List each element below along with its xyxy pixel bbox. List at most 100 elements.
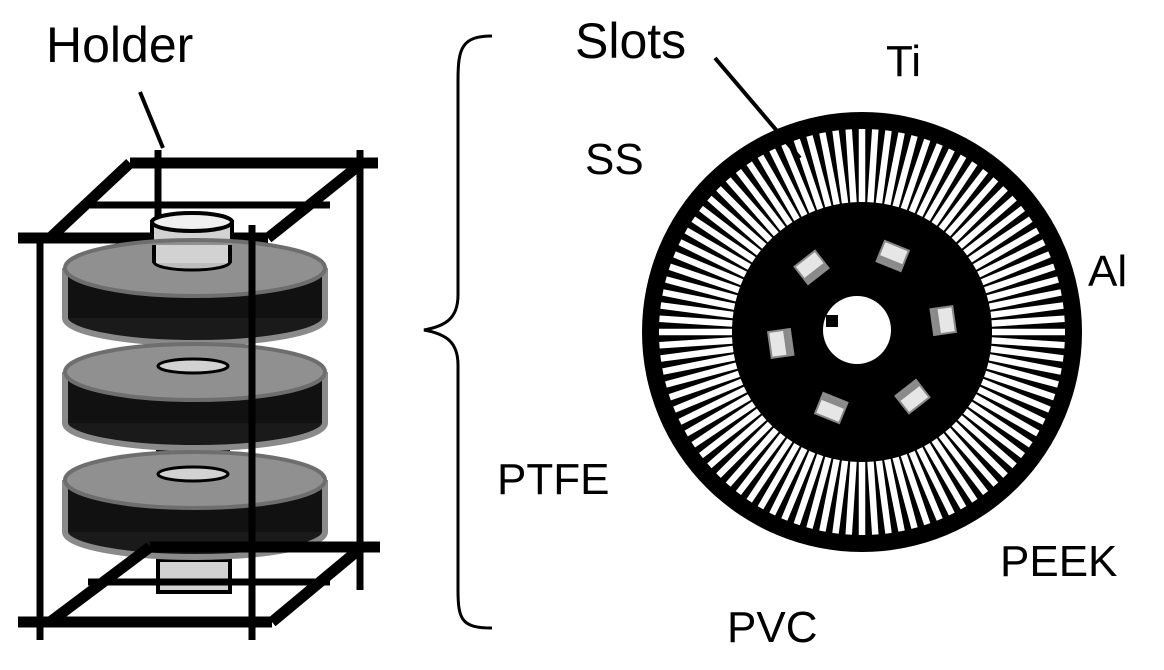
wheel-slot	[668, 263, 740, 294]
wheel-slot	[951, 421, 1008, 478]
ss-label: SS	[585, 135, 644, 184]
wheel-slot	[986, 362, 1059, 388]
wheel-slot	[900, 454, 931, 526]
wheel-slot	[980, 251, 1051, 286]
wheel-slot	[757, 442, 800, 510]
holder-label: Holder	[46, 17, 194, 73]
wheel-slot	[916, 447, 955, 516]
sample-piece	[894, 378, 931, 415]
wheel-slot	[665, 362, 738, 388]
wheel-slot	[867, 461, 879, 535]
sample-piece	[766, 327, 795, 359]
holder-disc-3	[62, 450, 328, 560]
slots-label: Slots	[575, 13, 687, 69]
wheel-slot	[900, 138, 931, 210]
wheel-slot	[924, 442, 967, 510]
wheel-slot	[972, 394, 1040, 437]
wheel-slot	[684, 227, 752, 270]
curly-brace	[423, 34, 493, 630]
wheel-slot	[673, 378, 744, 413]
holder-disc-2	[62, 342, 328, 451]
wheel-slot	[951, 186, 1008, 243]
slotted-wheel	[642, 112, 1082, 552]
wheel-slot	[832, 130, 849, 204]
wheel-slot	[957, 415, 1017, 469]
wheel-slot	[819, 458, 840, 532]
wheel-slot	[735, 168, 786, 231]
wheel-slot	[892, 456, 918, 529]
wheel-slots	[659, 129, 1065, 535]
wheel-slot	[986, 276, 1059, 302]
wheel-slot	[984, 263, 1056, 294]
wheel-slot	[659, 337, 733, 349]
wheel-slot	[793, 454, 824, 526]
peek-label: PEEK	[1000, 537, 1118, 586]
wheel-slot	[945, 177, 999, 237]
wheel-slot	[757, 154, 800, 222]
wheel-slot	[845, 461, 857, 535]
wheel-slot	[678, 386, 747, 425]
wheel-slot	[716, 186, 773, 243]
ti-label: Ti	[886, 37, 922, 86]
wheel-slot	[832, 460, 849, 534]
wheel-slot	[984, 370, 1056, 401]
sample-piece	[929, 305, 958, 337]
wheel-slot	[988, 289, 1062, 310]
wheel-slot	[875, 130, 892, 204]
wheel-slot	[884, 132, 905, 206]
wheel-slot	[884, 458, 905, 532]
wheel-slot	[698, 205, 761, 256]
wheel-slot	[990, 302, 1064, 319]
wheel-slot	[938, 168, 989, 231]
wheel-slot	[867, 129, 879, 203]
wheel-slot	[924, 154, 967, 222]
sample-piece	[875, 239, 911, 273]
wheel-slot	[988, 354, 1062, 375]
wheel-slot	[793, 138, 824, 210]
sample-piece	[793, 249, 830, 286]
wheel-slot	[725, 177, 779, 237]
wheel-slot	[781, 450, 816, 521]
wheel-slot	[660, 302, 734, 319]
wheel-slot	[707, 195, 767, 249]
wheel-slot	[972, 227, 1040, 270]
wheel-slot	[968, 401, 1033, 448]
wheel-slot	[945, 427, 999, 487]
ptfe-label: PTFE	[497, 455, 610, 504]
wheel-slot	[908, 450, 943, 521]
wheel-slot	[735, 433, 786, 496]
wheel-slot	[963, 205, 1026, 256]
wheel-slot	[931, 161, 978, 226]
wheel-slot	[698, 408, 761, 459]
holder-disc-1	[62, 238, 328, 346]
holder-assembly	[18, 91, 380, 640]
wheel-slot	[977, 386, 1046, 425]
sample-piece	[813, 391, 849, 425]
wheel-slot	[908, 143, 943, 214]
wheel-slot	[659, 315, 733, 327]
al-label: Al	[1088, 247, 1128, 296]
wheel-slot	[781, 143, 816, 214]
wheel-slot	[819, 132, 840, 206]
wheel-keyway	[826, 315, 838, 327]
wheel-slot	[968, 216, 1033, 263]
wheel-slot	[665, 276, 738, 302]
slots-leader-line	[713, 56, 802, 160]
wheel-slot	[875, 460, 892, 534]
wheel-slot	[963, 408, 1026, 459]
wheel-slot	[662, 354, 736, 375]
wheel-slot	[678, 239, 747, 278]
wheel-slot	[916, 148, 955, 217]
wheel-slot	[806, 456, 832, 529]
wheel-slot	[684, 394, 752, 437]
wheel-slot	[673, 251, 744, 286]
wheel-slot	[769, 447, 808, 516]
wheel-slot	[845, 129, 857, 203]
wheel-slot	[769, 148, 808, 217]
wheel-slot	[691, 216, 756, 263]
wheel-slot	[990, 345, 1064, 362]
holder-bottom-frame	[18, 541, 380, 628]
wheel-slot	[707, 415, 767, 469]
